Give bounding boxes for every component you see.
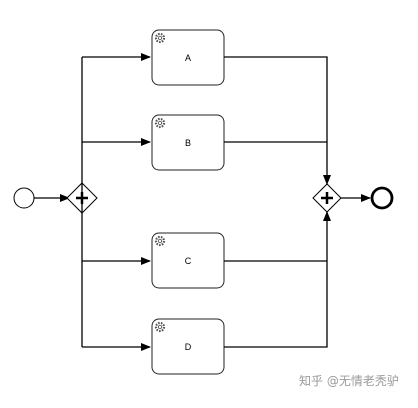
gear-icon: [154, 235, 166, 247]
end-event[interactable]: [370, 186, 394, 210]
flow-task-d-to-join: [224, 211, 331, 348]
gear-icon: [154, 321, 166, 333]
join-gateway[interactable]: [312, 183, 342, 213]
task-d[interactable]: D: [151, 318, 225, 375]
task-label: A: [185, 53, 191, 63]
task-label: B: [185, 138, 191, 148]
start-event[interactable]: [13, 187, 35, 209]
task-b[interactable]: B: [151, 114, 225, 171]
task-label: C: [185, 256, 192, 266]
gear-icon: [154, 117, 166, 129]
watermark-text: 知乎 @无情老秃驴: [299, 374, 399, 388]
flow-task-a-to-join: [224, 56, 331, 185]
task-a[interactable]: A: [151, 29, 225, 86]
task-label: D: [185, 342, 192, 352]
gear-icon: [154, 32, 166, 44]
task-c[interactable]: C: [151, 232, 225, 289]
